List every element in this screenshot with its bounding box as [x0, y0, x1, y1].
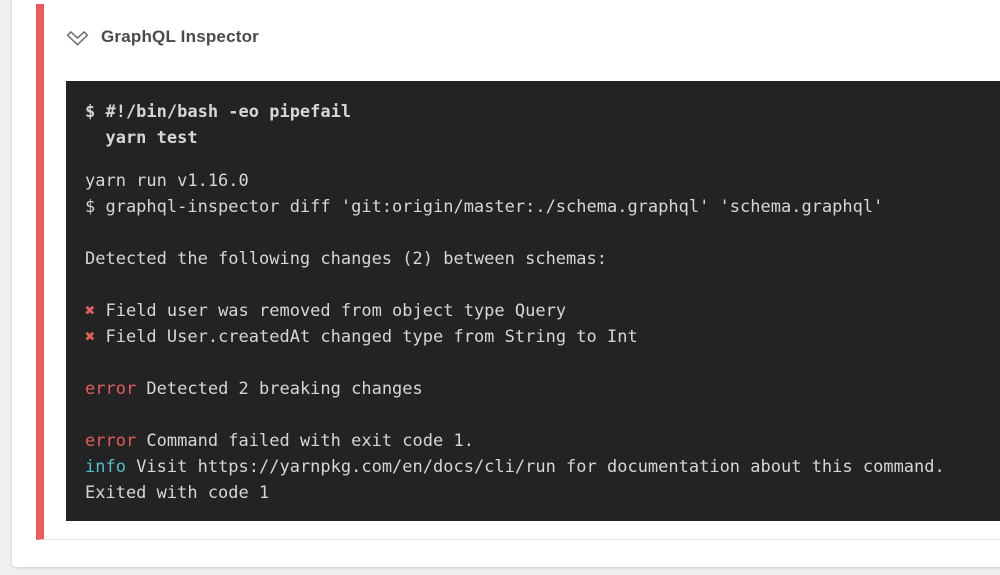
terminal-line: ✖ Field user was removed from object typ…	[85, 298, 1000, 324]
terminal-text-segment: $ graphql-inspector diff 'git:origin/mas…	[85, 197, 884, 217]
terminal-log: $ #!/bin/bash -eo pipefail yarn test yar…	[66, 81, 1000, 521]
terminal-line: error Command failed with exit code 1.	[85, 428, 1000, 454]
terminal-text-segment: Command failed with exit code 1.	[136, 431, 474, 451]
terminal-text-segment: info	[85, 457, 126, 477]
terminal-line	[85, 220, 1000, 246]
terminal-text-segment: ✖	[85, 327, 106, 347]
terminal-line	[85, 350, 1000, 376]
terminal-text-segment: Exited with code 1	[85, 483, 270, 503]
terminal-text-segment: yarn run v1.16.0	[85, 171, 249, 191]
terminal-line: ✖ Field User.createdAt changed type from…	[85, 324, 1000, 350]
terminal-line	[85, 402, 1000, 428]
terminal-line: Exited with code 1	[85, 480, 1000, 506]
terminal-text-segment: Field user was removed from object type …	[105, 301, 567, 321]
terminal-line: Detected the following changes (2) betwe…	[85, 246, 1000, 272]
terminal-line: yarn run v1.16.0	[85, 168, 1000, 194]
terminal-line: $ graphql-inspector diff 'git:origin/mas…	[85, 194, 1000, 220]
chevron-down-icon[interactable]	[66, 30, 89, 48]
terminal-line: yarn test	[85, 125, 1000, 151]
terminal-text-segment: Field User.createdAt changed type from S…	[105, 327, 638, 347]
terminal-command-block: $ #!/bin/bash -eo pipefail yarn test	[85, 99, 1000, 151]
terminal-text-segment: $ #!/bin/bash -eo pipefail	[85, 102, 352, 122]
terminal-line	[85, 272, 1000, 298]
terminal-text-segment: Detected the following changes (2) betwe…	[85, 249, 607, 269]
terminal-line: $ #!/bin/bash -eo pipefail	[85, 99, 1000, 125]
terminal-text-segment: Visit https://yarnpkg.com/en/docs/cli/ru…	[125, 457, 945, 477]
terminal-text-segment: ✖	[85, 301, 106, 321]
terminal-text-segment: yarn test	[85, 128, 198, 148]
terminal-text-segment: Detected 2 breaking changes	[136, 379, 423, 399]
terminal-line: info Visit https://yarnpkg.com/en/docs/c…	[85, 454, 1000, 480]
build-job-card: GraphQL Inspector $ #!/bin/bash -eo pipe…	[12, 0, 1000, 567]
terminal-output: yarn run v1.16.0 $ graphql-inspector diff…	[85, 168, 1000, 506]
step-title: GraphQL Inspector	[101, 27, 260, 46]
terminal-line: error Detected 2 breaking changes	[85, 376, 1000, 402]
terminal-text-segment: error	[85, 431, 137, 451]
step-header[interactable]: GraphQL Inspector	[66, 4, 1000, 74]
build-step-graphql-inspector: GraphQL Inspector $ #!/bin/bash -eo pipe…	[36, 4, 1000, 540]
terminal-text-segment: error	[85, 379, 137, 399]
